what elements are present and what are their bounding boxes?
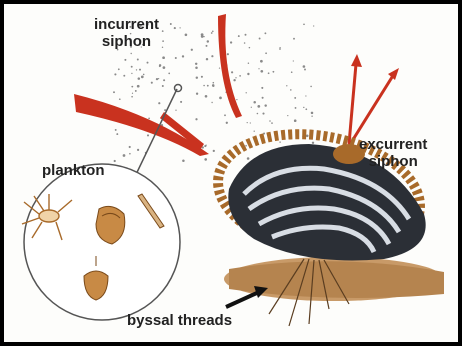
diagram-canvas: incurrent siphon excurrent siphon plankt… xyxy=(4,4,458,342)
excurrent-label-line1: excurrent xyxy=(359,136,427,153)
incurrent-label-line1: incurrent xyxy=(94,16,159,33)
excurrent-siphon-label: excurrent siphon xyxy=(359,136,427,170)
incurrent-arrow-icon xyxy=(218,14,242,118)
magnifier-handle-tip xyxy=(175,85,182,92)
incurrent-arrow-icon xyxy=(74,94,209,156)
excurrent-arrow-icon xyxy=(351,54,362,67)
incurrent-siphon-label: incurrent siphon xyxy=(94,16,159,50)
plankton-label: plankton xyxy=(42,162,105,179)
excurrent-arrow-icon xyxy=(349,64,356,144)
excurrent-label-line2: siphon xyxy=(359,153,427,170)
byssal-arrow-icon xyxy=(226,292,259,307)
byssal-threads-label: byssal threads xyxy=(127,312,232,329)
incurrent-label-line2: siphon xyxy=(94,33,159,50)
